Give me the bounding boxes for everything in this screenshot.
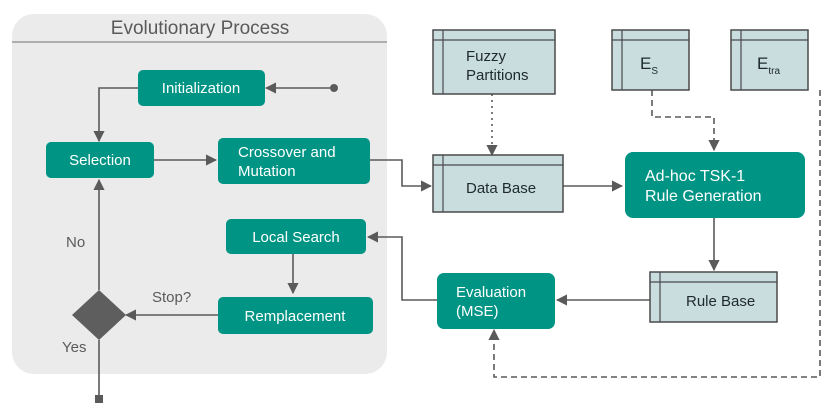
- rule-generation-label-line1: Ad-hoc TSK-1: [645, 168, 745, 185]
- store-data-base: Data Base: [432, 154, 564, 213]
- node-initialization: Initialization: [138, 70, 265, 106]
- etra-subscript: tra: [768, 66, 780, 77]
- rule-base-label: Rule Base: [686, 293, 755, 310]
- evaluation-label-line2: (MSE): [456, 303, 499, 320]
- evaluation-label-line1: Evaluation: [456, 284, 526, 301]
- fuzzy-partitions-label-line2: Partitions: [466, 67, 529, 84]
- no-label: No: [66, 234, 85, 251]
- connector-etra-evaluation: [488, 90, 821, 378]
- data-base-label: Data Base: [466, 180, 536, 197]
- selection-label: Selection: [69, 152, 131, 169]
- es-subscript: S: [651, 66, 658, 77]
- connector-crossover-database: [370, 159, 433, 192]
- node-evaluation: Evaluation (MSE): [437, 273, 555, 329]
- rule-generation-label-line2: Rule Generation: [645, 188, 762, 205]
- initialization-label: Initialization: [162, 80, 240, 97]
- local-search-label: Local Search: [252, 229, 340, 246]
- start-dot: [330, 84, 338, 92]
- fuzzy-partitions-label-line1: Fuzzy: [466, 48, 507, 65]
- node-remplacement: Remplacement: [218, 297, 373, 334]
- node-rule-generation: Ad-hoc TSK-1 Rule Generation: [625, 152, 805, 218]
- stop-label: Stop?: [152, 289, 191, 306]
- crossover-label-line1: Crossover and: [238, 144, 336, 161]
- store-rule-base: Rule Base: [649, 271, 778, 323]
- end-square: [95, 395, 103, 403]
- crossover-label-line2: Mutation: [238, 163, 296, 180]
- decision-stop: [72, 290, 126, 340]
- store-fuzzy-partitions: Fuzzy Partitions: [432, 29, 556, 95]
- etra-main: E: [757, 54, 768, 73]
- store-es: ES: [611, 29, 690, 91]
- connectors: [93, 82, 821, 403]
- yes-label: Yes: [62, 339, 86, 356]
- panel-title: Evolutionary Process: [111, 18, 289, 39]
- connector-es-rulegen: [651, 90, 720, 152]
- etra-label: Etra: [757, 54, 780, 77]
- es-label: ES: [640, 54, 658, 77]
- store-etra: Etra: [730, 29, 809, 91]
- connector-initialization-selection: [93, 87, 138, 143]
- node-local-search: Local Search: [226, 219, 366, 254]
- node-crossover-mutation: Crossover and Mutation: [218, 138, 370, 184]
- remplacement-label: Remplacement: [245, 308, 347, 325]
- connector-evaluation-localsearch: [366, 231, 437, 301]
- es-main: E: [640, 54, 651, 73]
- node-selection: Selection: [46, 142, 154, 178]
